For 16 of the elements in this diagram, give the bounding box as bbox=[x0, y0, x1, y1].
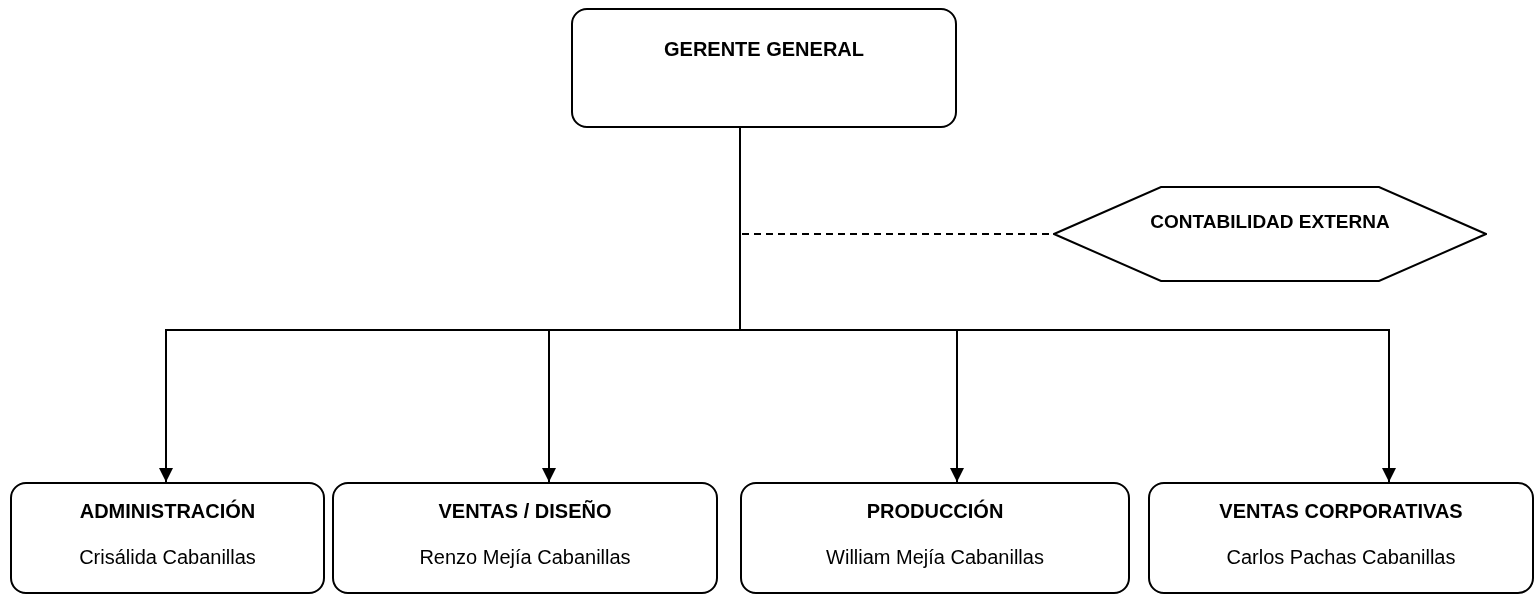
org-box bbox=[1148, 482, 1534, 594]
box-title: ADMINISTRACIÓN bbox=[78, 500, 257, 523]
box-title: CONTABILIDAD EXTERNA bbox=[1149, 210, 1391, 234]
box-title: VENTAS / DISEÑO bbox=[437, 500, 613, 523]
hexagon-box bbox=[1053, 186, 1487, 282]
box-title: PRODUCCIÓN bbox=[865, 500, 1005, 523]
org-box bbox=[740, 482, 1130, 594]
person-name: Crisálida Cabanillas bbox=[78, 546, 257, 569]
person-name: Carlos Pachas Cabanillas bbox=[1225, 546, 1457, 569]
person-name: William Mejía Cabanillas bbox=[825, 546, 1045, 569]
box-title: GERENTE GENERAL bbox=[663, 38, 865, 61]
org-box bbox=[10, 482, 325, 594]
org-box bbox=[332, 482, 718, 594]
person-name: Renzo Mejía Cabanillas bbox=[418, 546, 632, 569]
box-title: VENTAS CORPORATIVAS bbox=[1218, 500, 1464, 523]
org-box bbox=[571, 8, 957, 128]
